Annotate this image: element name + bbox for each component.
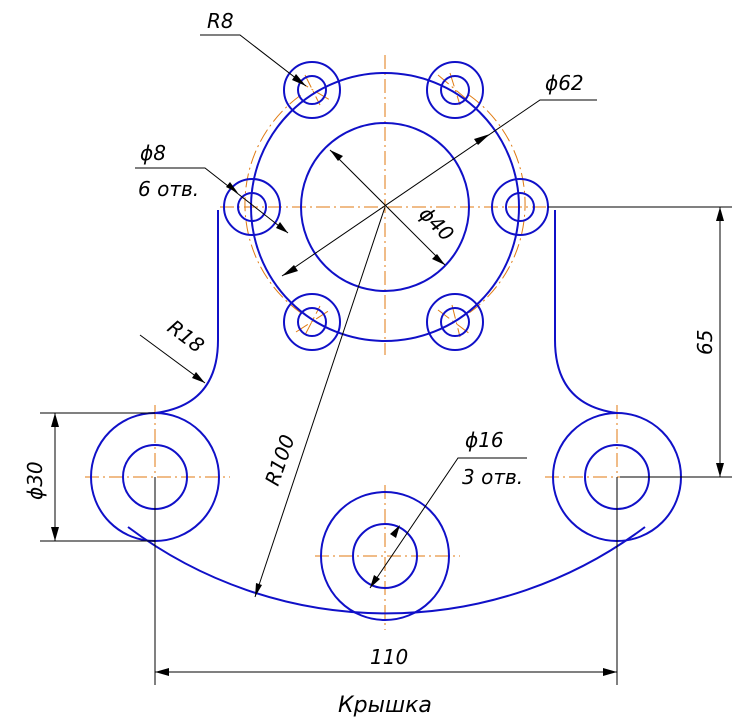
lug-bottom-left xyxy=(283,293,341,351)
label-r8: R8 xyxy=(207,9,234,33)
label-d30: ϕ30 xyxy=(23,461,47,500)
label-d40: ϕ40 xyxy=(414,202,458,246)
hole-top-right xyxy=(440,75,470,105)
hub-outer-circle xyxy=(250,72,520,342)
body-contour xyxy=(127,210,646,615)
label-r18: R18 xyxy=(163,315,209,358)
label-d62: ϕ62 xyxy=(545,71,584,95)
label-dim65: 65 xyxy=(693,330,717,355)
hub-inner-bore xyxy=(300,122,470,292)
lug-top-left xyxy=(283,61,341,119)
label-d16: ϕ16 xyxy=(465,428,504,452)
boss-center-outer xyxy=(320,491,450,621)
label-holes3: 3 отв. xyxy=(462,465,523,489)
boss-center-hole xyxy=(352,523,418,589)
annotations: R8 ϕ62 ϕ8 6 отв. ϕ40 R18 ϕ30 R100 ϕ16 3 … xyxy=(23,9,717,718)
dimensions xyxy=(40,34,732,685)
drawing-title: Крышка xyxy=(338,693,432,718)
hole-left xyxy=(237,192,267,222)
label-d8: ϕ8 xyxy=(140,141,166,165)
hole-bottom-right xyxy=(440,307,470,337)
label-dim110: 110 xyxy=(370,645,408,669)
label-holes6: 6 отв. xyxy=(138,177,199,201)
hole-top-left xyxy=(297,75,327,105)
lug-top-right xyxy=(426,61,484,119)
lug-bottom-right xyxy=(426,293,484,351)
hole-bottom-left xyxy=(297,307,327,337)
lug-left xyxy=(223,178,281,236)
hole-right xyxy=(505,192,535,222)
